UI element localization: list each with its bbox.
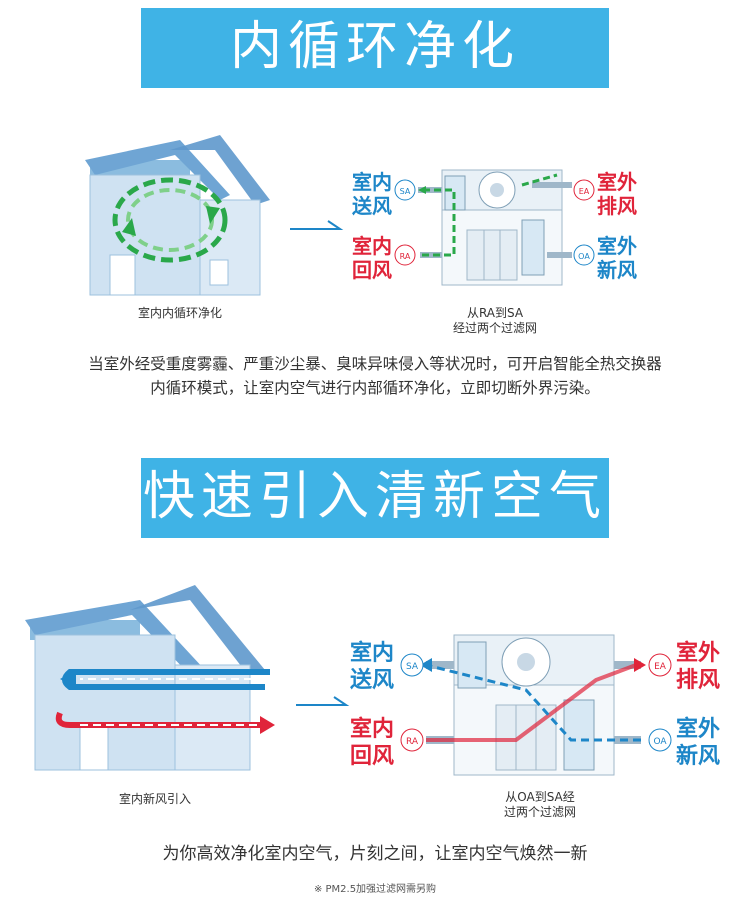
ea-tag: EA [654, 662, 667, 672]
label-indoor-return: 室内回风 [352, 234, 392, 282]
sa-tag: SA [406, 662, 419, 672]
ra-tag: RA [400, 252, 411, 261]
ea-tag: EA [579, 187, 590, 196]
house-illustration [25, 585, 275, 771]
arrow-icon [290, 220, 344, 230]
label-outdoor-exhaust: 室外排风 [597, 170, 637, 218]
footnote: ※ PM2.5加强过滤网需另购 [313, 884, 437, 895]
ventilation-unit-diagram: SA RA EA OA [394, 169, 595, 286]
oa-tag: OA [653, 737, 667, 747]
label-outdoor-fresh: 室外新风 [597, 234, 637, 282]
description-paragraph: 当室外经受重度雾霾、严重沙尘暴、臭味异味侵入等状况时，可开启智能全热交换器 内循… [88, 355, 662, 397]
arrow-icon [296, 696, 350, 706]
house-caption: 室内内循环净化 [137, 306, 222, 320]
section-title: 内循环净化 [229, 17, 520, 77]
oa-tag: OA [578, 252, 590, 261]
section-title-banner: 快速引入清新空气 [141, 458, 609, 538]
section-title: 快速引入清新空气 [142, 467, 607, 527]
house-caption: 室内新风引入 [118, 792, 191, 806]
label-indoor-supply: 室内送风 [350, 641, 395, 693]
unit-caption: 从OA到SA经过两个过滤网 [503, 790, 576, 819]
house-illustration [85, 135, 270, 296]
sa-tag: SA [400, 187, 411, 196]
description-paragraph: 为你高效净化室内空气，片刻之间，让室内空气焕然一新 [162, 844, 588, 864]
label-outdoor-fresh: 室外新风 [676, 717, 721, 769]
label-outdoor-exhaust: 室外排风 [676, 641, 721, 693]
label-indoor-return: 室内回风 [350, 717, 395, 769]
label-indoor-supply: 室内送风 [352, 170, 392, 218]
ventilation-unit-diagram: SA RA EA OA [400, 634, 672, 776]
section-title-banner: 内循环净化 [141, 8, 609, 88]
ra-tag: RA [406, 737, 419, 747]
